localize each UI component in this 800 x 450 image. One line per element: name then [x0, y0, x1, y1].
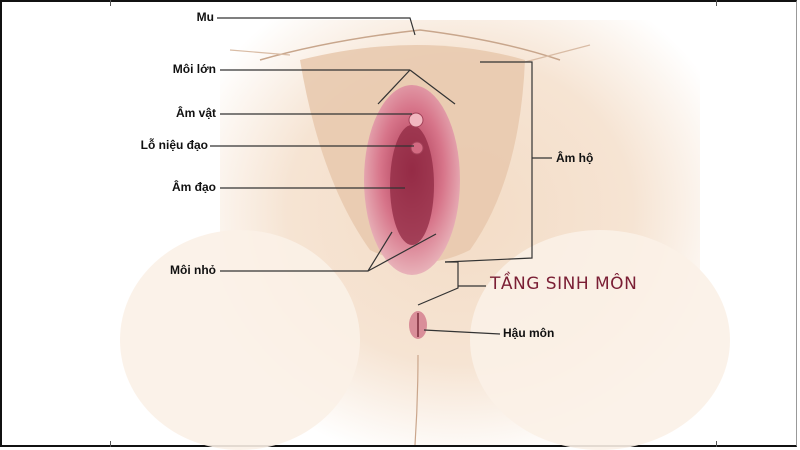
- label-am-ho: Âm hộ: [556, 151, 594, 165]
- frame-tick: [716, 441, 717, 447]
- label-am-dao: Âm đạo: [171, 180, 216, 194]
- frame-tick: [716, 0, 717, 6]
- title-tang-sinh-mon: TẦNG SINH MÔN: [490, 274, 638, 294]
- leader-lines: [210, 17, 552, 335]
- label-lo-nieu-dao: Lỗ niệu đạo: [140, 138, 208, 152]
- label-mu: Mu: [196, 10, 214, 24]
- label-moi-lon: Môi lớn: [172, 62, 216, 76]
- label-moi-nho: Môi nhỏ: [170, 263, 216, 277]
- frame-tick: [110, 0, 111, 6]
- frame-tick: [110, 441, 111, 447]
- label-am-vat: Âm vật: [175, 106, 216, 120]
- label-hau-mon: Hậu môn: [503, 326, 555, 340]
